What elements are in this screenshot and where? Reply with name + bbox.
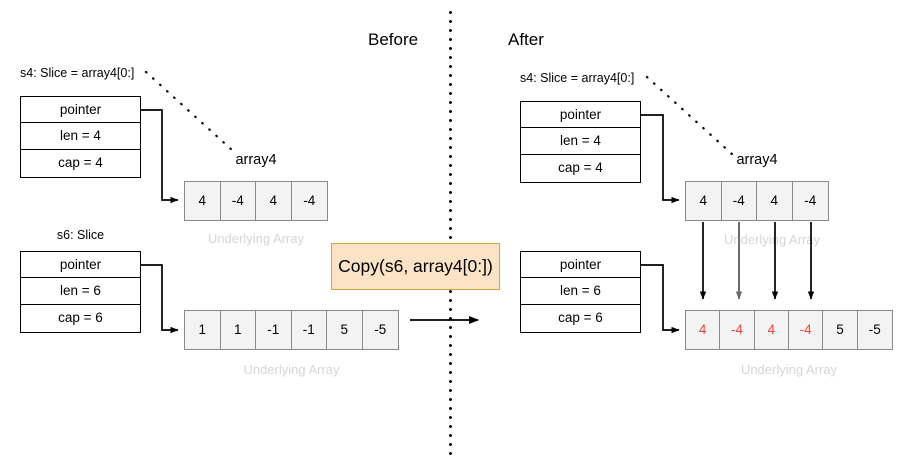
after-array6-cell-3: -4 [788,311,824,349]
after-array6-cell-0: 4 [686,311,721,349]
before-array6-cell-2: -1 [256,311,292,349]
before-after-divider [449,8,452,456]
before-s4-pointer-arrow [141,109,179,204]
before-s4-dotted-pointer [144,70,234,152]
before-array4-name: array4 [235,152,277,168]
before-s6-title: s6: Slice [56,228,105,242]
before-array6-cell-5: -5 [362,311,398,349]
after-array4-caption: Underlying Array [723,232,821,247]
after-array6-cell-4: 5 [823,311,858,349]
after-s4-row-cap: cap = 4 [558,159,603,175]
before-s6-pointer-arrow [141,264,179,334]
phase-label-after: After [508,30,544,49]
before-array4-cell-1: -4 [220,182,256,220]
before-s6-row-cap: cap = 6 [58,309,103,325]
after-array4-cell-3: -4 [792,182,828,220]
before-array6-cell-1: 1 [220,311,256,349]
after-s4-title: s4: Slice = array4[0:] [520,71,635,85]
before-s4-row-pointer: pointer [21,97,140,124]
after-s6-row-len: len = 6 [521,278,640,305]
before-s4-row-cap: cap = 4 [58,154,103,170]
after-array4-cell-1: -4 [721,182,757,220]
before-s4-struct: pointer len = 4 cap = 4 [20,96,141,178]
before-s6-row-pointer: pointer [21,252,140,279]
after-s4-struct: pointer len = 4 cap = 4 [520,101,641,183]
copy-callout[interactable]: Copy(s6, array4[0:]) [331,243,500,290]
before-s6-struct: pointer len = 6 cap = 6 [20,251,141,333]
after-array6-caption: Underlying Array [740,362,838,377]
before-array6-cell-0: 1 [185,311,221,349]
before-array6-cell-4: 5 [327,311,363,349]
after-array4-cell-0: 4 [686,182,722,220]
after-array4-name: array4 [736,152,778,168]
before-s4-title: s4: Slice = array4[0:] [20,66,135,80]
before-array6-cell-3: -1 [291,311,327,349]
after-s4-row-len: len = 4 [521,128,640,155]
after-s4-row-pointer: pointer [521,102,640,129]
after-array4-cell-2: 4 [757,182,793,220]
after-array6-cell-5: -5 [857,311,892,349]
after-s6-struct: pointer len = 6 cap = 6 [520,251,641,333]
before-array4-cell-3: -4 [291,182,327,220]
before-s4-row-len: len = 4 [21,123,140,150]
after-array6-cell-2: 4 [754,311,789,349]
before-array4-caption: Underlying Array [207,231,305,246]
after-array6-cell-1: -4 [720,311,755,349]
before-array4-cell-0: 4 [185,182,221,220]
after-s4-pointer-arrow [641,114,680,204]
phase-label-before: Before [368,30,419,49]
after-s6-row-cap: cap = 6 [558,309,603,325]
after-s6-row-pointer: pointer [521,252,640,279]
before-s6-row-len: len = 6 [21,278,140,305]
after-s4-dotted-pointer [645,75,735,157]
after-s6-pointer-arrow [641,264,680,334]
before-array4-cell-2: 4 [256,182,292,220]
before-array6-caption: Underlying Array [243,362,340,377]
